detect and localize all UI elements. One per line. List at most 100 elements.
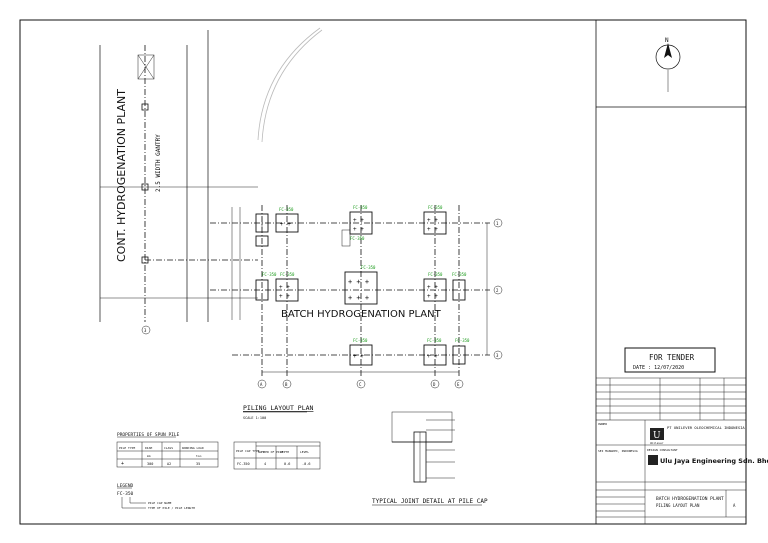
- svg-text:+ +: + +: [427, 226, 438, 233]
- svg-text:+ +: + +: [427, 284, 438, 291]
- legend: LEGEND FC-350 PILE CAP NAME TYPE OF PILE…: [117, 483, 195, 510]
- project-location: SEI MANGKEI, INDONESIA: [598, 449, 638, 453]
- pile-cell: 300: [147, 462, 153, 466]
- pile-cap: + +: [349, 344, 373, 366]
- boundary-arc: [257, 27, 321, 141]
- grid-bubble-3: 3: [496, 353, 499, 358]
- pile-cap: + +: [275, 213, 299, 233]
- cap-tag: FC-350: [428, 205, 443, 210]
- consultant-name: Ulu Jaya Engineering Sdn. Bhd.: [660, 457, 768, 465]
- svg-text:+ +: + +: [427, 353, 438, 360]
- cap-cell: -0.6: [302, 462, 310, 466]
- grid-bubble-1: 1: [496, 221, 499, 226]
- tender-date: DATE : 12/07/2020: [633, 365, 684, 371]
- pile-cap: [452, 279, 466, 301]
- piling-layout-title: PILING LAYOUT PLAN: [243, 404, 314, 412]
- cap-cell: 0.6: [284, 462, 290, 466]
- pile-cap: [255, 213, 269, 233]
- revision-value: A: [733, 503, 736, 508]
- pile-header: CLASS: [164, 446, 173, 450]
- pile-header: PILE TYPE: [119, 446, 135, 450]
- cont-hydrogenation-label: CONT. HYDROGENATION PLANT: [115, 89, 128, 262]
- cap-cell: 4: [264, 462, 266, 466]
- svg-text:+ +: + +: [280, 221, 291, 228]
- pile-cap: + + + +: [423, 211, 447, 235]
- cap-cell: FC-350: [237, 462, 250, 466]
- cap-tag: FC-350: [428, 272, 443, 277]
- pile-cap: + +: [423, 344, 447, 366]
- grid-bubble-2: 2: [496, 288, 499, 293]
- pile-cap: + + + +: [275, 278, 299, 302]
- cap-tag: FC-350: [280, 272, 295, 277]
- pile-header: WORKING LOAD: [182, 446, 204, 450]
- grid-bubble-e: E: [457, 382, 460, 387]
- north-arrow-icon: N: [655, 37, 681, 92]
- spun-pile-title: PROPERTIES OF SPUN PILE: [117, 432, 180, 438]
- cap-tag: FC-350: [350, 236, 365, 241]
- drawing-title-1: BATCH HYDROGENATION PLANT: [656, 496, 724, 502]
- legend-tag: FC-350: [117, 491, 134, 497]
- joint-detail-title: TYPICAL JOINT DETAIL AT PILE CAP: [372, 498, 488, 505]
- cap-tags: FC-350 FC-350 FC-350 FC-350 FC-350 FC-35…: [262, 205, 470, 343]
- svg-text:+ + +: + + +: [348, 294, 369, 302]
- client-label: OWNER: [598, 422, 607, 426]
- pile-cap: [341, 229, 351, 247]
- client-name: PT UNILEVER OLEOCHEMICAL INDONESIA: [667, 425, 745, 430]
- grid-bubble-b: B: [285, 382, 288, 387]
- spun-pile-table: PROPERTIES OF SPUN PILE PILE TYPE DIAM C…: [116, 432, 219, 468]
- pile-cap: + ++ +: [423, 278, 447, 302]
- pile-cap-table: PILE CAP TYPE NUMBER OF PILE DEPTH LEVEL…: [233, 441, 321, 470]
- pile-cap: [255, 279, 269, 301]
- unilever-logo-icon: U: [650, 428, 664, 441]
- grid-bubble-d: D: [433, 382, 436, 387]
- cap-header: NUMBER OF PILE: [258, 450, 283, 454]
- title-block: FOR TENDER DATE : 12/07/2020 OWNER U Uni…: [596, 347, 768, 524]
- pile-cell: 35: [196, 462, 200, 466]
- grid-bubbles: A B C D E 1 2 3: [257, 218, 503, 389]
- svg-text:+ + +: + + +: [348, 278, 369, 286]
- for-tender-label: FOR TENDER: [649, 353, 695, 362]
- cap-tag: FC-350: [455, 338, 470, 343]
- consultant-logo-icon: [648, 455, 658, 465]
- legend-line2: TYPE OF PILE / PILE LENGTH: [148, 506, 195, 510]
- svg-text:+ +: + +: [279, 284, 290, 291]
- legend-title: LEGEND: [117, 483, 134, 489]
- grid-left-bubble: 3: [144, 328, 147, 333]
- grid-bubble-a: A: [260, 382, 263, 387]
- svg-text:+ +: + +: [427, 217, 438, 224]
- gantry-label: 2.5 WIDTH GANTRY: [155, 134, 162, 192]
- joint-detail: TYPICAL JOINT DETAIL AT PILE CAP: [372, 411, 488, 506]
- cont-hydrogenation-area: 3 CONT. HYDROGENATION PLANT 2.5 WIDTH GA…: [99, 30, 258, 335]
- cap-header: LEVEL: [300, 450, 309, 454]
- cap-tag: FC-350: [361, 265, 376, 270]
- cap-tag: FC-350: [353, 205, 368, 210]
- batch-hydrogenation-label: BATCH HYDROGENATION PLANT: [281, 309, 442, 320]
- sheet-border: [19, 19, 747, 525]
- pile-cap: [452, 345, 466, 365]
- client-brand: Unilever: [650, 441, 664, 445]
- svg-text:+ +: + +: [353, 226, 364, 233]
- pile-cell: A2: [167, 462, 171, 466]
- drawing-title-2: PILING LAYOUT PLAN: [656, 503, 700, 508]
- cap-tag: FC-350: [427, 338, 442, 343]
- cap-header: PILE CAP TYPE: [236, 449, 260, 453]
- cap-tag: FC-350: [353, 338, 368, 343]
- pile-cell: +: [121, 461, 124, 467]
- pile-cap: + + + + + +: [344, 271, 378, 305]
- svg-text:+ +: + +: [353, 217, 364, 224]
- legend-line1: PILE CAP NAME: [148, 501, 172, 505]
- cap-header: DEPTH: [280, 450, 289, 454]
- consultant-label: DESIGN CONSULTANT: [647, 448, 678, 452]
- svg-text:+ +: + +: [279, 293, 290, 300]
- grid-bubble-c: C: [359, 382, 362, 387]
- cap-tag: FC-350: [279, 207, 294, 212]
- piling-layout-scale: SCALE 1:100: [243, 416, 266, 420]
- cap-tag: FC-350: [452, 272, 467, 277]
- svg-text:U: U: [653, 431, 661, 441]
- pile-cap: [255, 235, 269, 247]
- north-label: N: [665, 37, 669, 44]
- pile-cap: + + + +: [349, 211, 373, 235]
- pile-header: DIAM: [145, 446, 152, 450]
- pile-caps: + + + ++ + + ++ + + ++ + + + ++ + + + ++…: [255, 211, 466, 366]
